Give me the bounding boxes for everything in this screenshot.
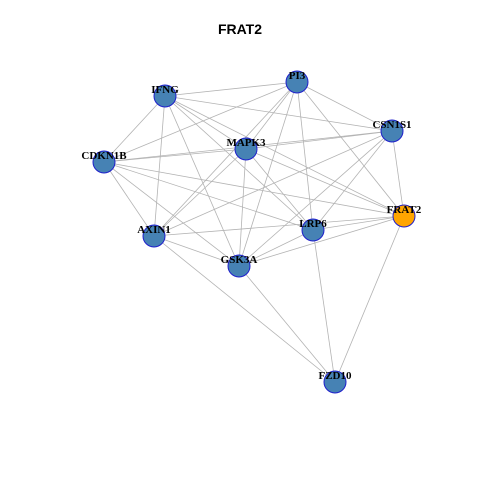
- node-frat2: FRAT2: [387, 204, 422, 228]
- edge-mapk3-axin1: [153, 148, 247, 237]
- node-csn1s1: CSN1S1: [372, 119, 412, 143]
- node-label-axin1: AXIN1: [137, 224, 171, 236]
- edge-axin1-frat2: [153, 215, 405, 237]
- edge-mapk3-lrp6: [245, 148, 314, 231]
- edge-csn1s1-gsk3a: [238, 130, 393, 267]
- edge-lrp6-fzd10: [312, 229, 336, 383]
- edge-gsk3a-frat2: [238, 215, 405, 267]
- edge-csn1s1-lrp6: [312, 130, 393, 231]
- edge-csn1s1-axin1: [153, 130, 393, 237]
- node-circle-ifng: [153, 84, 177, 108]
- edge-mapk3-cdkn1b: [103, 148, 247, 163]
- node-circle-axin1: [142, 224, 166, 248]
- edge-frat2-fzd10: [334, 215, 405, 383]
- edge-ifng-cdkn1b: [103, 95, 166, 163]
- node-label-lrp6: LRP6: [299, 218, 327, 230]
- edge-csn1s1-frat2: [391, 130, 405, 217]
- node-cdkn1b: CDKN1B: [81, 150, 127, 174]
- edge-ifng-frat2: [164, 95, 405, 217]
- node-label-cdkn1b: CDKN1B: [81, 150, 127, 162]
- edge-pi3-mapk3: [245, 81, 298, 150]
- node-gsk3a: GSK3A: [221, 254, 258, 278]
- edge-pi3-lrp6: [296, 81, 314, 231]
- edge-axin1-fzd10: [153, 235, 336, 383]
- edge-axin1-gsk3a: [153, 235, 240, 267]
- edge-ifng-axin1: [153, 95, 166, 237]
- node-circle-fzd10: [323, 370, 347, 394]
- node-label-fzd10: FZD10: [319, 370, 353, 382]
- edge-pi3-cdkn1b: [103, 81, 298, 163]
- plot-title: FRAT2: [217, 21, 263, 37]
- edge-cdkn1b-gsk3a: [103, 161, 240, 267]
- node-circle-pi3: [285, 70, 309, 94]
- node-circle-csn1s1: [380, 119, 404, 143]
- node-label-gsk3a: GSK3A: [221, 254, 258, 266]
- edge-ifng-mapk3: [164, 95, 247, 150]
- node-lrp6: LRP6: [299, 218, 327, 242]
- edge-cdkn1b-frat2: [103, 161, 405, 217]
- edge-ifng-csn1s1: [164, 95, 393, 132]
- edge-mapk3-gsk3a: [238, 148, 247, 267]
- node-fzd10: FZD10: [319, 370, 353, 394]
- edge-lrp6-gsk3a: [238, 229, 314, 267]
- edge-mapk3-frat2: [245, 148, 405, 217]
- node-label-mapk3: MAPK3: [226, 137, 266, 149]
- edge-cdkn1b-axin1: [103, 161, 155, 237]
- edge-pi3-csn1s1: [296, 81, 393, 132]
- node-circle-cdkn1b: [92, 150, 116, 174]
- node-circle-lrp6: [301, 218, 325, 242]
- node-label-ifng: IFNG: [151, 84, 179, 96]
- edge-pi3-gsk3a: [238, 81, 298, 267]
- node-mapk3: MAPK3: [226, 137, 266, 161]
- edge-lrp6-frat2: [312, 215, 405, 231]
- node-circle-gsk3a: [227, 254, 251, 278]
- node-ifng: IFNG: [151, 84, 179, 108]
- node-label-csn1s1: CSN1S1: [372, 119, 411, 131]
- node-pi3: PI3: [285, 70, 309, 94]
- edge-ifng-gsk3a: [164, 95, 240, 267]
- node-circle-frat2: [392, 204, 416, 228]
- node-label-pi3: PI3: [289, 70, 306, 82]
- edge-gsk3a-fzd10: [238, 265, 336, 383]
- edge-pi3-axin1: [153, 81, 298, 237]
- edge-layer: [103, 81, 405, 383]
- edge-ifng-lrp6: [164, 95, 314, 231]
- node-circle-mapk3: [234, 137, 258, 161]
- node-label-frat2: FRAT2: [387, 204, 422, 216]
- node-axin1: AXIN1: [137, 224, 171, 248]
- edge-cdkn1b-lrp6: [103, 161, 314, 231]
- edge-pi3-ifng: [164, 81, 298, 97]
